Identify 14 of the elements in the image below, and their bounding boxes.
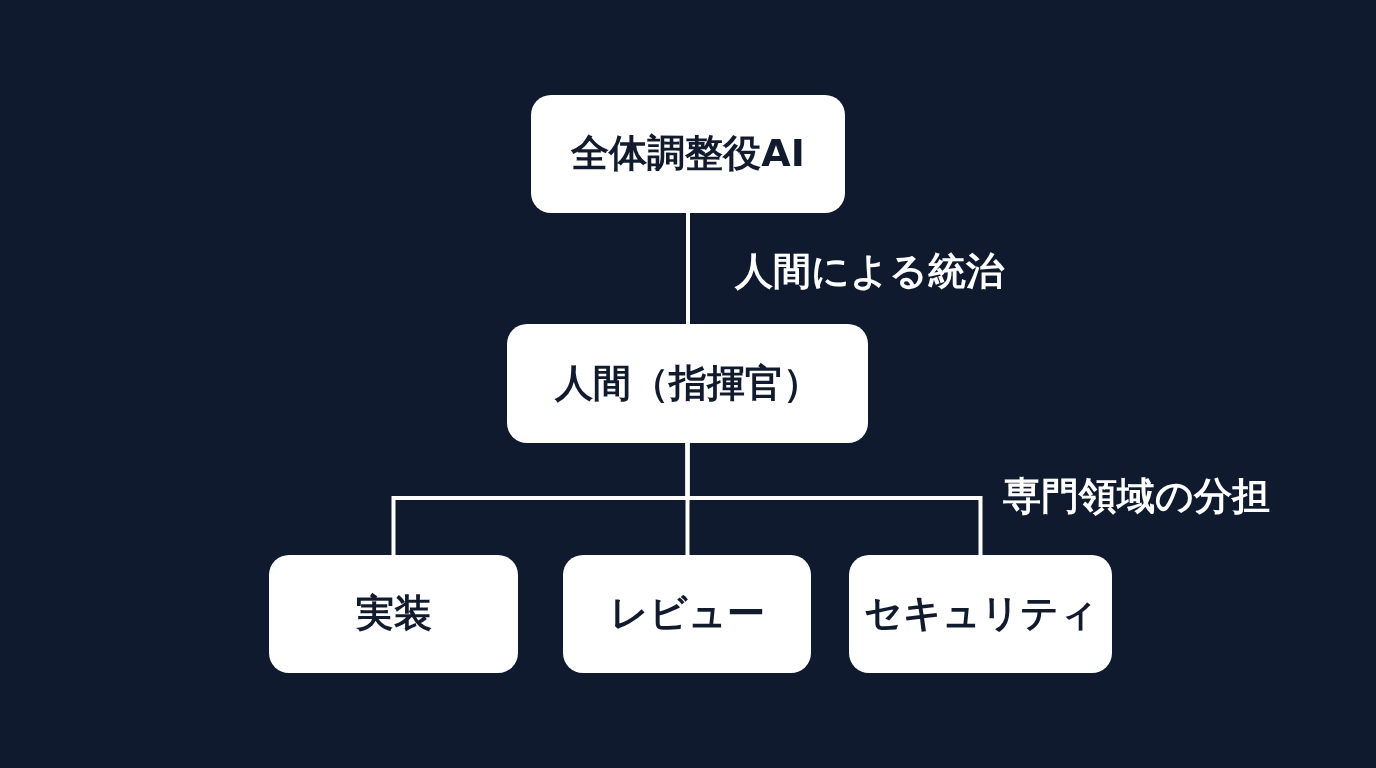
node-label: セキュリティ <box>863 593 1098 635</box>
node-label: 人間（指揮官） <box>554 362 821 405</box>
connector-line <box>686 213 690 324</box>
process-box <box>563 555 811 673</box>
node-label: 全体調整役AI <box>571 133 805 175</box>
process-box <box>507 324 868 443</box>
connector-line <box>685 443 983 555</box>
node-label: レビュー <box>609 593 765 635</box>
process-box <box>849 555 1112 673</box>
node-label: 実装 <box>355 593 432 635</box>
edge-label: 人間による統治 <box>735 251 1004 293</box>
process-box <box>269 555 518 673</box>
annotation-text: 専門領域の分担 <box>1003 476 1270 518</box>
process-box <box>531 95 845 213</box>
